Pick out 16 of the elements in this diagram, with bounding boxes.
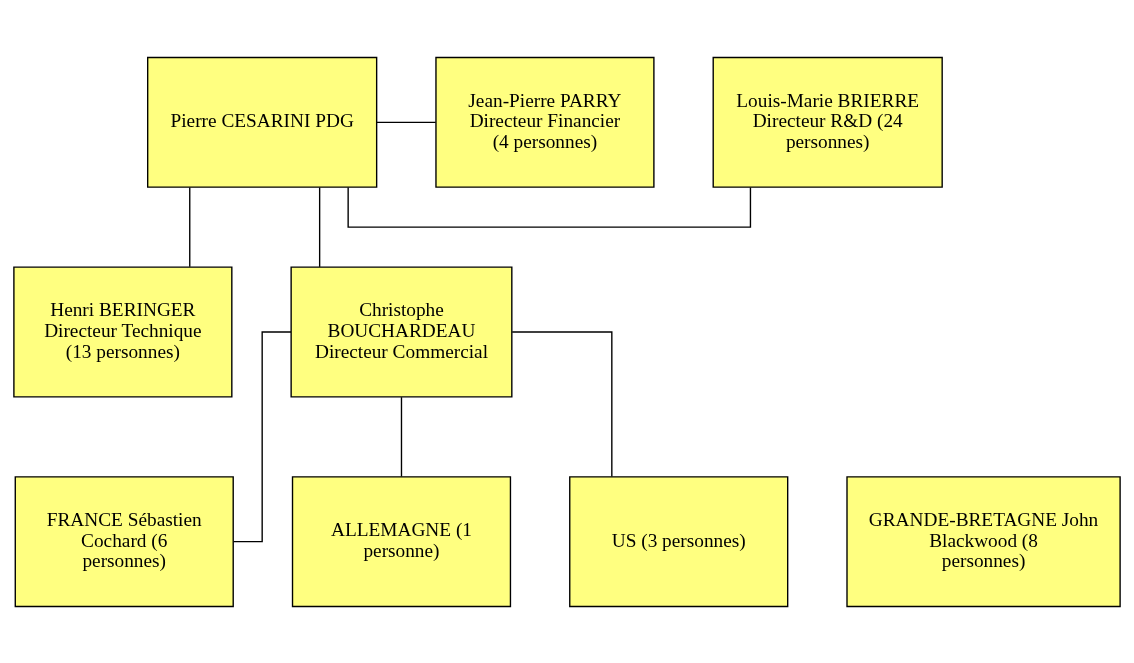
node-box: Louis-Marie BRIERRE Directeur R&D (24 personnes) [712,56,943,188]
connector [376,121,437,123]
node-box: Pierre CESARINI PDG [147,56,378,188]
node-box: US (3 personnes) [569,475,789,607]
connector [189,186,191,268]
connector [400,396,403,477]
connector [232,330,292,542]
node-box: Jean-Pierre PARRY Directeur Financier (4 personnes) [435,56,655,188]
node-box: FRANCE Sébastien Cochard (6 personnes) [14,475,234,607]
node-box: Henri BERINGER Directeur Technique (13 personnes) [13,266,233,397]
node-box: Christophe BOUCHARDEAU Directeur Commercial [290,266,513,397]
connector [511,330,613,477]
connector [318,186,321,268]
node-box: ALLEMAGNE (1 personne) [291,475,512,607]
connector [347,186,752,228]
node-box: GRANDE-BRETAGNE John Blackwood (8 personnes) [846,475,1121,607]
